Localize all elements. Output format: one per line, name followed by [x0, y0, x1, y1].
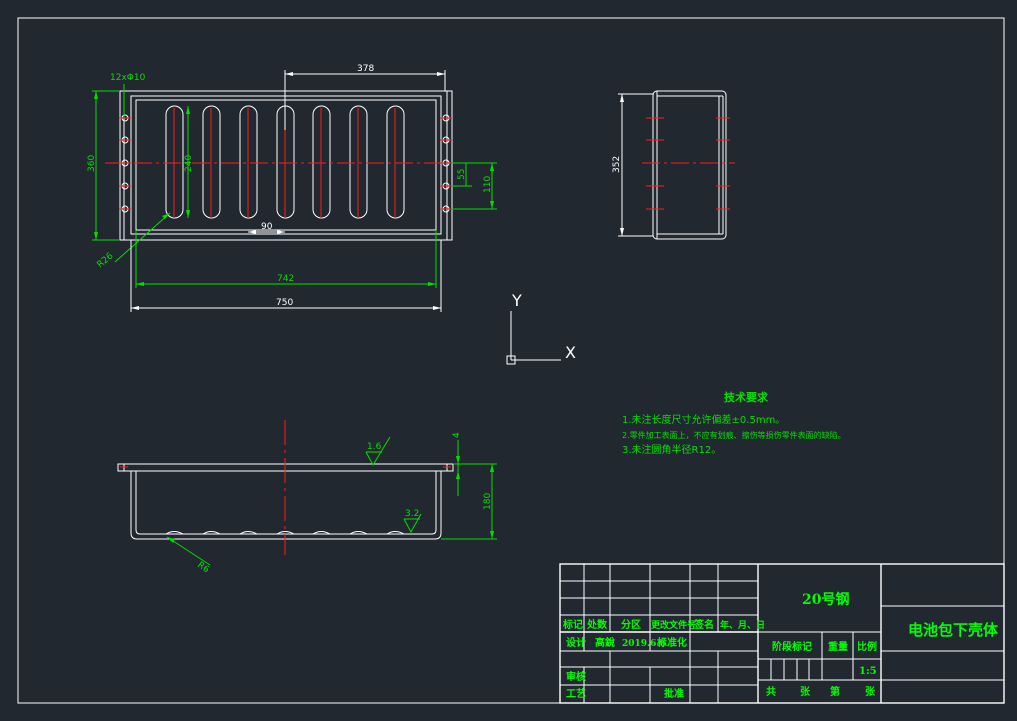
ucs-x-label: X [565, 343, 576, 362]
tb-total: 共 [766, 685, 776, 698]
floor-ribs [165, 531, 405, 535]
tb-design-date: 2019.6.6 [622, 639, 666, 649]
ucs-icon: Y X [506, 291, 576, 365]
tb-sheet2: 张 [865, 685, 876, 698]
tb-process: 工艺 [566, 687, 586, 700]
title-block: 20号钢 电池包下壳体 标记 处数 分区 更改文件号 签名 年、月、日 设计 高… [559, 563, 1005, 704]
tb-weight: 重量 [828, 640, 848, 653]
dim-110: 110 [483, 176, 493, 193]
roughness-1-6: 1.6 [367, 442, 382, 452]
tb-page: 第 [830, 685, 840, 698]
tb-sheets: 张 [800, 685, 811, 698]
top-view-inner-wall [130, 95, 442, 235]
dim-90: 90 [261, 222, 273, 232]
dim-holes: 12xΦ10 [110, 73, 146, 83]
front-view: 1.6 3.2 4 180 R6 [117, 420, 497, 575]
material-label: 20号钢 [802, 591, 849, 608]
dim-378: 378 [357, 64, 374, 74]
dim-r6: R6 [195, 560, 211, 575]
tb-standard: 标准化 [656, 636, 687, 649]
tb-count: 处数 [586, 618, 608, 631]
top-view-floor [135, 99, 437, 231]
tb-mark: 标记 [562, 618, 583, 631]
top-view: 12xΦ10 378 360 240 55 110 90 R26 [87, 64, 497, 312]
tb-date: 年、月、日 [720, 619, 765, 631]
top-view-outer-flange [119, 90, 453, 241]
dim-55: 55 [457, 169, 467, 180]
tb-zone: 分区 [621, 618, 641, 631]
dim-750: 750 [276, 298, 293, 308]
tb-scale-label: 比例 [857, 640, 877, 653]
tb-review: 审核 [566, 670, 586, 683]
tb-sign: 签名 [693, 618, 714, 631]
tb-docno: 更改文件号 [651, 619, 696, 631]
tb-scale: 1:5 [859, 666, 877, 677]
dim-352: 352 [612, 156, 622, 173]
dim-r26: R26 [96, 251, 116, 270]
tb-design: 设计 [566, 636, 586, 649]
tb-designer: 高銳 [595, 636, 615, 649]
dim-360: 360 [87, 155, 97, 172]
tech-line-1: 1.未注长度尺寸允许偏差±0.5mm。 [622, 413, 785, 426]
dim-240: 240 [184, 155, 194, 172]
technical-requirements: 技术要求 1.未注长度尺寸允许偏差±0.5mm。 2.零件加工表面上，不应有划痕… [622, 390, 846, 456]
dim-180: 180 [483, 493, 493, 510]
mounting-holes [119, 114, 452, 213]
ucs-y-label: Y [511, 291, 522, 310]
tech-title: 技术要求 [724, 390, 769, 404]
tb-stage-mark: 阶段标记 [772, 640, 812, 653]
roughness-3-2: 3.2 [405, 509, 419, 519]
tech-line-2: 2.零件加工表面上，不应有划痕、擦伤等损伤零件表面的缺陷。 [622, 430, 846, 440]
drawing-border [17, 17, 1005, 704]
dim-4: 4 [452, 432, 462, 438]
tech-line-3: 3.未注圆角半径R12。 [622, 443, 721, 456]
side-view: 352 [612, 90, 735, 240]
part-name: 电池包下壳体 [908, 621, 999, 639]
dim-742: 742 [277, 274, 294, 284]
tb-approve: 批准 [664, 687, 684, 700]
